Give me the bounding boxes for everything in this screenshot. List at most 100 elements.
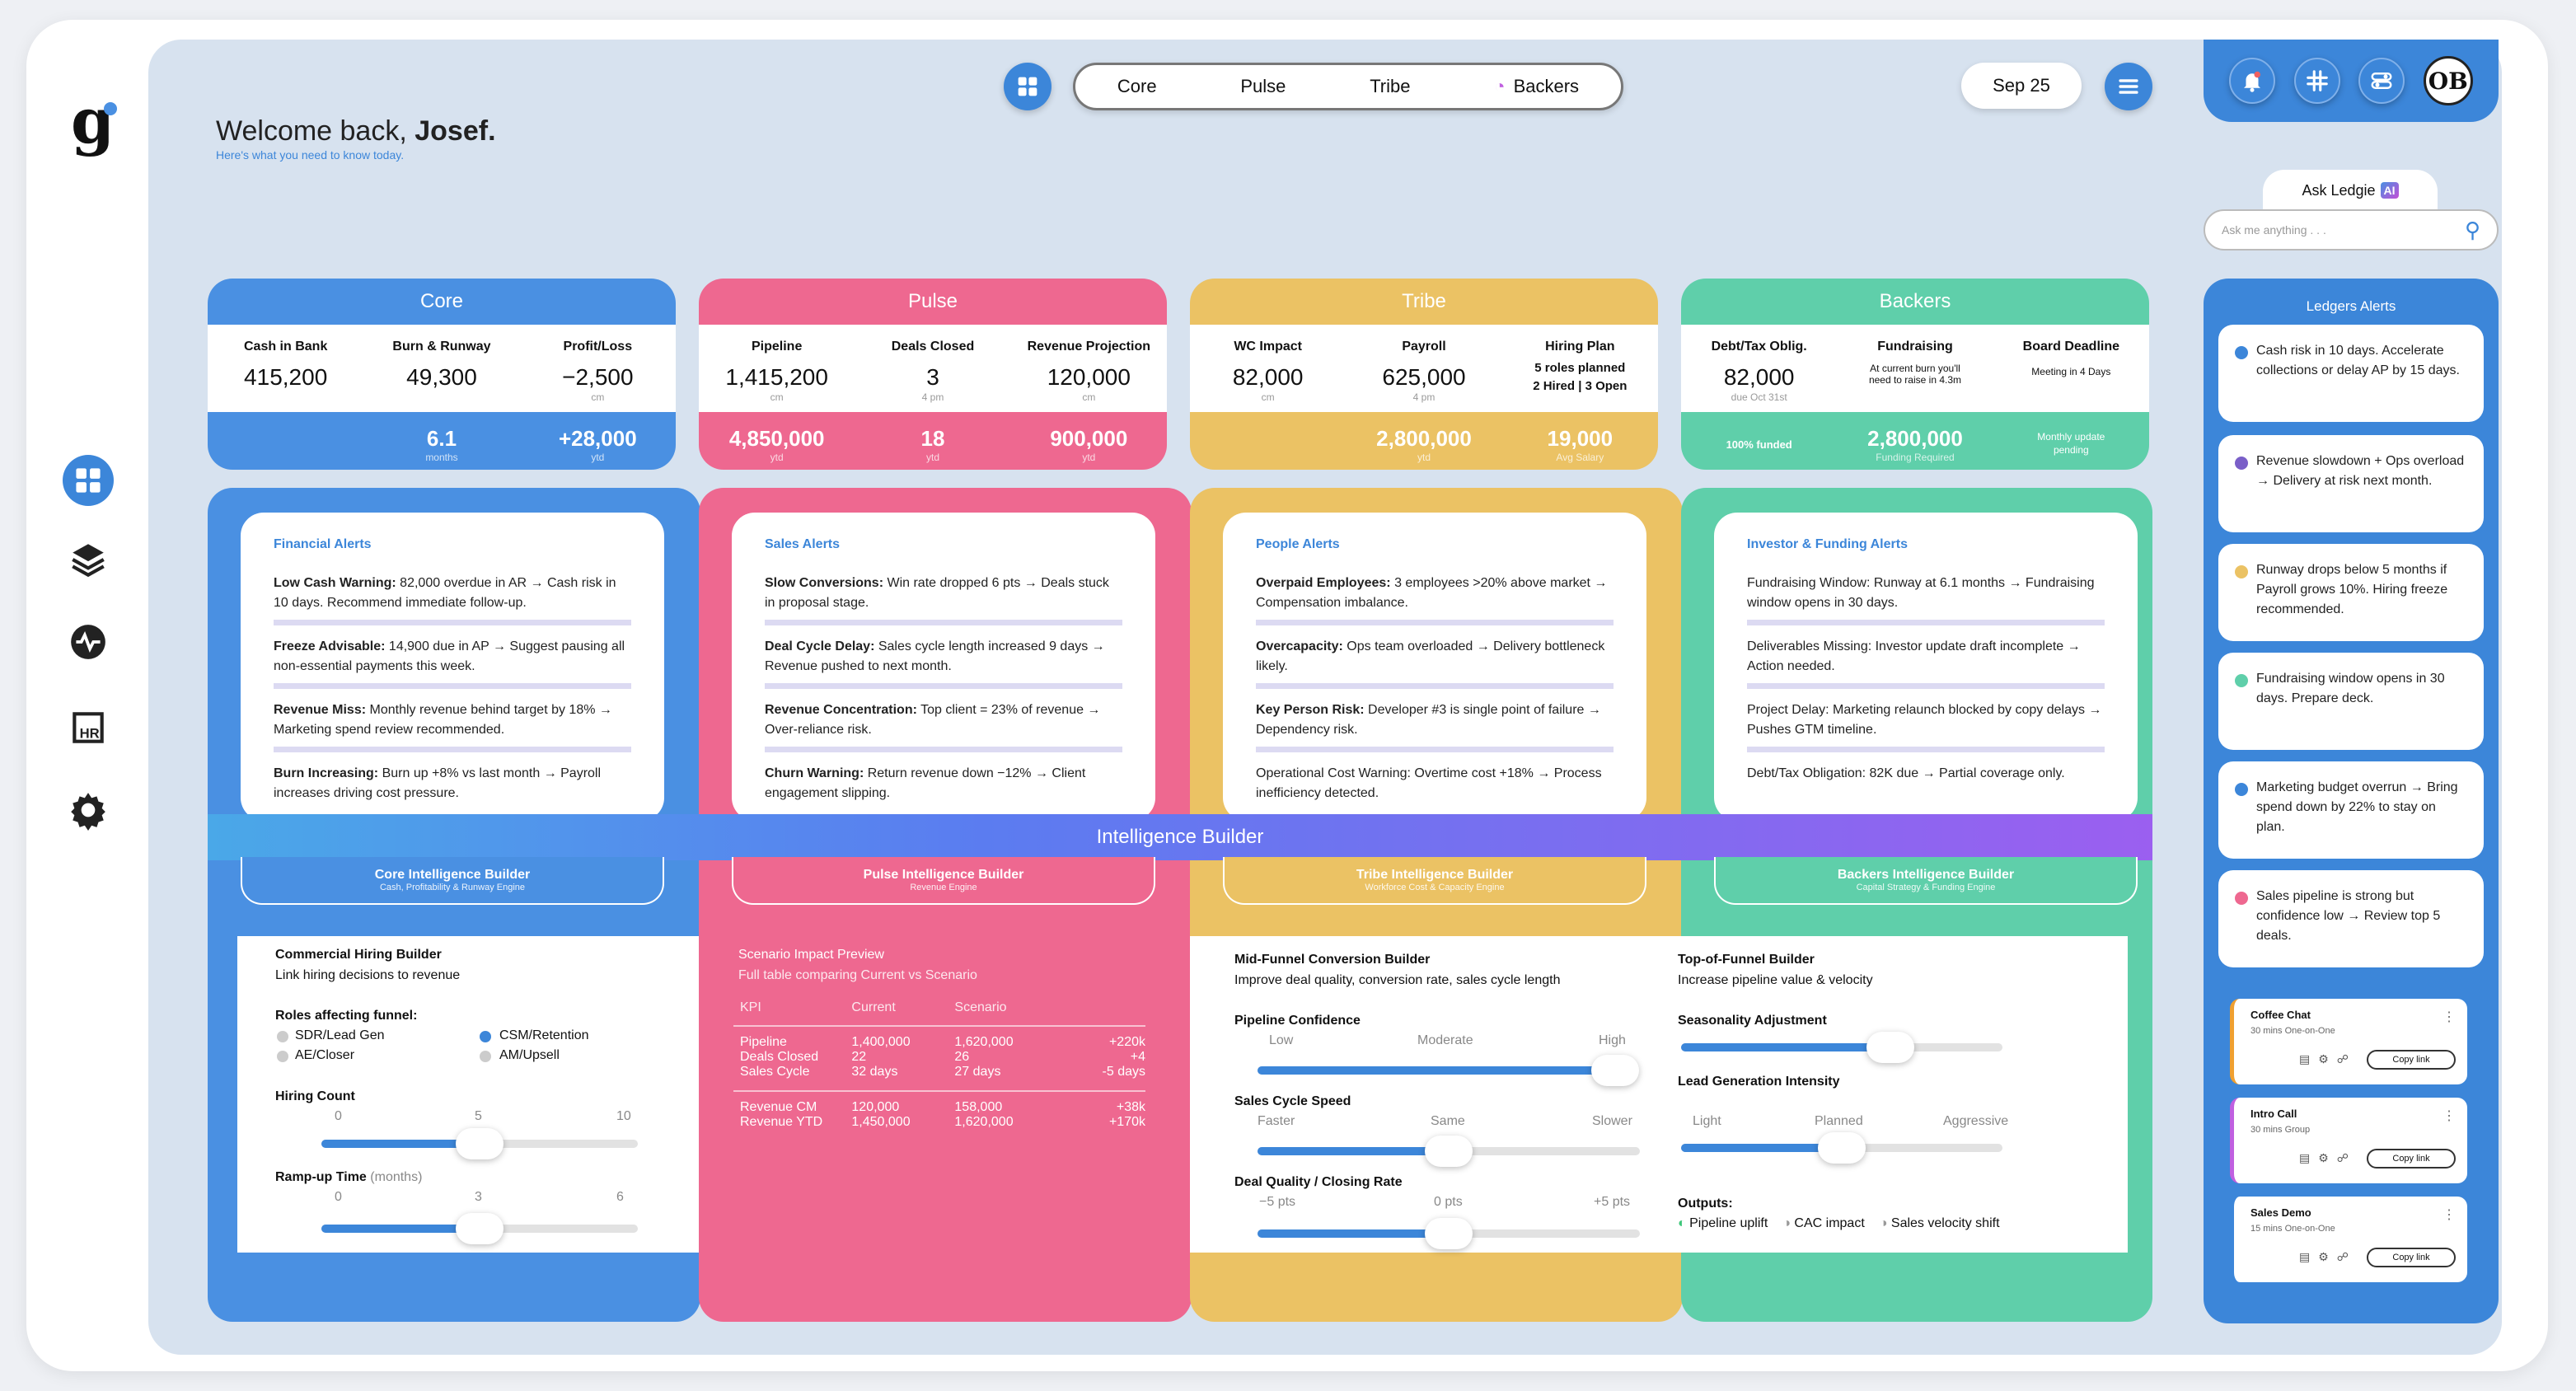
settings-gear-icon[interactable] <box>63 784 114 836</box>
alert-item[interactable]: Debt/Tax Obligation: 82K due → Partial c… <box>1747 764 2105 790</box>
output-cac-impact[interactable]: ◑ CAC impact <box>1782 1216 1864 1231</box>
alert-key: Overcapacity: <box>1256 639 1343 653</box>
slider-knob[interactable] <box>1591 1055 1639 1086</box>
alert-item[interactable]: Key Person Risk: Developer #3 is single … <box>1256 700 1614 752</box>
hiring-builder-sub: Link hiring decisions to revenue <box>275 968 461 982</box>
toggle-on-icon: ◐ <box>1678 1216 1686 1230</box>
action-icons[interactable]: ▤⚙☍ <box>2299 1250 2357 1263</box>
slider-knob[interactable] <box>456 1213 503 1244</box>
ledger-alert-card[interactable]: Revenue slowdown + Ops overload → Delive… <box>2218 435 2484 532</box>
dashboard-icon[interactable] <box>63 455 114 506</box>
role-csm[interactable]: CSM/Retention <box>480 1028 589 1043</box>
alert-item[interactable]: Overpaid Employees: 3 employees >20% abo… <box>1256 574 1614 625</box>
alert-item[interactable]: Freeze Advisable: 14,900 due in AP → Sug… <box>274 637 631 689</box>
meeting-meta: 15 mins One-on-One <box>2250 1224 2335 1234</box>
slider-knob[interactable] <box>1866 1032 1914 1063</box>
output-sales-velocity[interactable]: ◑ Sales velocity shift <box>1880 1216 2000 1231</box>
search-sparkle-icon[interactable]: ⚲ <box>2464 217 2480 242</box>
ledger-alert-card[interactable]: Fundraising window opens in 30 days. Pre… <box>2218 653 2484 750</box>
metric-sub: 4 pm <box>921 391 944 403</box>
alert-item[interactable]: Revenue Concentration: Top client = 23% … <box>765 700 1122 752</box>
copy-link-button[interactable]: Copy link <box>2367 1248 2456 1267</box>
action-icons[interactable]: ▤⚙☍ <box>2299 1052 2357 1065</box>
seasonality-slider[interactable] <box>1681 1032 2002 1063</box>
output-pipeline-uplift[interactable]: ◐ Pipeline uplift <box>1678 1216 1768 1231</box>
ledger-alert-card[interactable]: Sales pipeline is strong but confidence … <box>2218 870 2484 967</box>
action-icons[interactable]: ▤⚙☍ <box>2299 1151 2357 1164</box>
ramp-slider[interactable] <box>321 1213 638 1244</box>
ask-input[interactable]: Ask me anything . . .⚲ <box>2204 209 2499 251</box>
alert-item[interactable]: Burn Increasing: Burn up +8% vs last mon… <box>274 764 631 810</box>
toggles-icon[interactable] <box>2358 58 2405 104</box>
hr-icon[interactable]: HR <box>63 702 114 753</box>
role-csm-label: CSM/Retention <box>499 1028 589 1042</box>
notification-bell-icon[interactable] <box>2229 58 2276 104</box>
alert-item[interactable]: Revenue Miss: Monthly revenue behind tar… <box>274 700 631 752</box>
sales-cycle-slider[interactable] <box>1258 1136 1640 1167</box>
pipeline-confidence-slider[interactable] <box>1258 1055 1639 1086</box>
alert-item[interactable]: Fundraising Window: Runway at 6.1 months… <box>1747 574 2105 625</box>
slider-knob[interactable] <box>1425 1136 1473 1167</box>
deal-quality-slider[interactable] <box>1258 1218 1640 1249</box>
role-sdr[interactable]: SDR/Lead Gen <box>277 1028 385 1043</box>
more-options-icon[interactable]: ⋮ <box>2443 1208 2456 1222</box>
intelligence-builder-banner[interactable]: Intelligence Builder <box>208 814 2152 860</box>
role-am[interactable]: AM/Upsell <box>480 1048 560 1063</box>
copy-link-button[interactable]: Copy link <box>2367 1149 2456 1169</box>
tab-pulse[interactable]: Pulse <box>1240 76 1286 96</box>
metric-label: Revenue Projection <box>1027 340 1150 354</box>
slider-knob[interactable] <box>1425 1218 1473 1249</box>
tab-core[interactable]: Core <box>1117 76 1157 96</box>
ledger-alert-card[interactable]: Cash risk in 10 days. Accelerate collect… <box>2218 325 2484 422</box>
ledger-alert-card[interactable]: Runway drops below 5 months if Payroll g… <box>2218 544 2484 641</box>
user-avatar[interactable]: OB <box>2423 56 2473 105</box>
alert-item[interactable]: Operational Cost Warning: Overtime cost … <box>1256 764 1614 810</box>
alert-item[interactable]: Project Delay: Marketing relaunch blocke… <box>1747 700 2105 752</box>
alert-item[interactable]: Deal Cycle Delay: Sales cycle length inc… <box>765 637 1122 689</box>
funded-status: 100% funded <box>1726 438 1792 451</box>
logo-dot <box>104 102 117 115</box>
apps-grid-button[interactable] <box>1004 63 1051 110</box>
alert-item[interactable]: Deliverables Missing: Investor update dr… <box>1747 637 2105 689</box>
alert-key: Freeze Advisable: <box>274 639 386 653</box>
alert-item[interactable]: Churn Warning: Return revenue down −12% … <box>765 764 1122 810</box>
slack-icon[interactable] <box>2293 58 2340 104</box>
sub-builder-title: Pulse Intelligence Builder <box>863 868 1024 882</box>
tab-tribe[interactable]: Tribe <box>1370 76 1411 96</box>
alert-item[interactable]: Slow Conversions: Win rate dropped 6 pts… <box>765 574 1122 625</box>
leadgen-slider[interactable] <box>1681 1132 2002 1164</box>
hiring-count-slider[interactable] <box>321 1128 638 1159</box>
alert-item[interactable]: Overcapacity: Ops team overloaded → Deli… <box>1256 637 1614 689</box>
slider-knob[interactable] <box>456 1128 503 1159</box>
more-options-icon[interactable]: ⋮ <box>2443 1109 2456 1123</box>
date-selector[interactable]: Sep 25 <box>1961 63 2082 109</box>
table-cell: 1,620,000 <box>954 1115 1014 1129</box>
role-ae[interactable]: AE/Closer <box>277 1048 354 1063</box>
layers-icon[interactable] <box>63 534 114 585</box>
alert-key: Overpaid Employees: <box>1256 576 1391 590</box>
menu-button[interactable] <box>2105 63 2152 110</box>
more-options-icon[interactable]: ⋮ <box>2443 1010 2456 1024</box>
alert-item[interactable]: Low Cash Warning: 82,000 overdue in AR →… <box>274 574 631 625</box>
copy-link-button[interactable]: Copy link <box>2367 1050 2456 1070</box>
metric-label: Payroll <box>1402 340 1446 354</box>
pulse-icon[interactable] <box>63 616 114 667</box>
metric-value: −2,500 <box>562 364 634 390</box>
tab-backers[interactable]: ◔Backers <box>1494 76 1579 97</box>
ledger-alert-card[interactable]: Marketing budget overrun → Bring spend d… <box>2218 761 2484 859</box>
slider-knob[interactable] <box>1818 1132 1866 1164</box>
